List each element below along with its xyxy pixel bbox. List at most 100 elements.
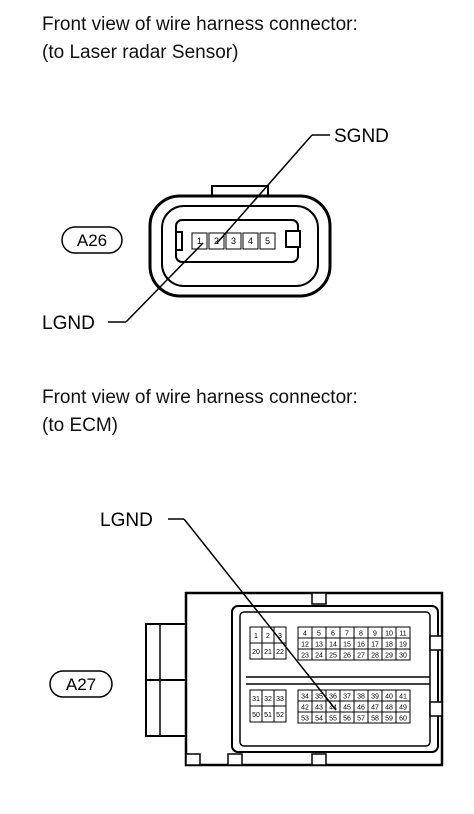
a27-tag-label: A27 xyxy=(66,675,96,694)
a26-pin-2: 2 xyxy=(208,232,225,250)
a27-pin-50: 50 xyxy=(249,705,263,723)
a27-pin-13-label: 13 xyxy=(315,642,323,649)
a27-pin-28: 28 xyxy=(367,648,383,661)
a27-pin-43-label: 43 xyxy=(315,705,323,712)
a26-pin-5: 5 xyxy=(259,232,276,250)
a27-pin-32: 32 xyxy=(261,689,275,707)
a27-pin-16: 16 xyxy=(353,637,369,650)
a27-pin-30: 30 xyxy=(395,648,411,661)
a27-pin-23: 23 xyxy=(297,648,313,661)
a27-pin-45: 45 xyxy=(339,700,355,713)
a27-pin-52-label: 52 xyxy=(276,712,284,719)
a27-pin-18: 18 xyxy=(381,637,397,650)
a27-pin-51-label: 51 xyxy=(264,712,272,719)
a26-pin-4: 4 xyxy=(242,232,259,250)
a27-pin-10-label: 10 xyxy=(385,631,393,638)
a27-pin-9-label: 9 xyxy=(373,631,377,638)
a27-pin-38: 38 xyxy=(353,689,369,702)
a27-caption-line1: Front view of wire harness connector: xyxy=(42,387,358,408)
a27-pin-13: 13 xyxy=(311,637,327,650)
a27-pin-21: 21 xyxy=(261,642,275,660)
a27-pin-30-label: 30 xyxy=(399,653,407,660)
a27-pin-44-label: 44 xyxy=(329,705,337,712)
a27-pin-11: 11 xyxy=(395,626,411,639)
a27-pin-20: 20 xyxy=(249,642,263,660)
a27-pin-5: 5 xyxy=(311,626,327,639)
a27-pin-15-label: 15 xyxy=(343,642,351,649)
a27-pin-22: 22 xyxy=(273,642,287,660)
a27-pin-57: 57 xyxy=(353,711,369,724)
a27-pin-3-label: 3 xyxy=(278,633,282,640)
a27-pin-60: 60 xyxy=(395,711,411,724)
a27-pin-31: 31 xyxy=(249,689,263,707)
a27-pin-4: 4 xyxy=(297,626,313,639)
a27-pin-20-label: 20 xyxy=(252,649,260,656)
a27-pin-36-label: 36 xyxy=(329,694,337,701)
a27-pin-45-label: 45 xyxy=(343,705,351,712)
a27-pin-53-label: 53 xyxy=(301,716,309,723)
a27-pin-37: 37 xyxy=(339,689,355,702)
a27-pin-21-label: 21 xyxy=(264,649,272,656)
a27-pin-34: 34 xyxy=(297,689,313,702)
a26-pin-1-label: 1 xyxy=(197,236,202,246)
a27-pin-55: 55 xyxy=(325,711,341,724)
a27-pin-33-label: 33 xyxy=(276,696,284,703)
a27-pin-12: 12 xyxy=(297,637,313,650)
a27-pin-24-label: 24 xyxy=(315,653,323,660)
a27-pin-8: 8 xyxy=(353,626,369,639)
a27-pin-32-label: 32 xyxy=(264,696,272,703)
a26-caption-line2: (to Laser radar Sensor) xyxy=(42,42,239,63)
a27-pin-54-label: 54 xyxy=(315,716,323,723)
a27-pin-1-label: 1 xyxy=(254,633,258,640)
a27-pin-33: 33 xyxy=(273,689,287,707)
a27-pin-27: 27 xyxy=(353,648,369,661)
a27-lgnd-label: LGND xyxy=(100,510,153,531)
a27-pin-17: 17 xyxy=(367,637,383,650)
a27-pin-10: 10 xyxy=(381,626,397,639)
a27-pin-17-label: 17 xyxy=(371,642,379,649)
a27-pin-22-label: 22 xyxy=(276,649,284,656)
a27-pin-2-label: 2 xyxy=(266,633,270,640)
a27-pin-5-label: 5 xyxy=(317,631,321,638)
a27-pin-46: 46 xyxy=(353,700,369,713)
a27-pin-49-label: 49 xyxy=(399,705,407,712)
a27-pin-6-label: 6 xyxy=(331,631,335,638)
a27-pin-4-label: 4 xyxy=(303,631,307,638)
a27-pin-38-label: 38 xyxy=(357,694,365,701)
a27-pin-41: 41 xyxy=(395,689,411,702)
a27-pin-18-label: 18 xyxy=(385,642,393,649)
a27-pin-6: 6 xyxy=(325,626,341,639)
a26-tag-label: A26 xyxy=(77,231,107,250)
a27-pin-46-label: 46 xyxy=(357,705,365,712)
a27-pin-25-label: 25 xyxy=(329,653,337,660)
sgnd-leader-line xyxy=(216,134,313,244)
a27-pin-1: 1 xyxy=(249,626,263,644)
a27-pin-26: 26 xyxy=(339,648,355,661)
a26-tag: A26 xyxy=(61,226,123,254)
a27-pin-11-label: 11 xyxy=(399,631,406,638)
a26-caption-line1: Front view of wire harness connector: xyxy=(42,14,358,35)
sgnd-label: SGND xyxy=(334,126,389,147)
a27-pin-26-label: 26 xyxy=(343,653,351,660)
a27-pin-58-label: 58 xyxy=(371,716,379,723)
a27-pin-27-label: 27 xyxy=(357,653,365,660)
a26-pin-3: 3 xyxy=(225,232,242,250)
a27-pin-28-label: 28 xyxy=(371,653,379,660)
a27-pin-15: 15 xyxy=(339,637,355,650)
a27-pin-29-label: 29 xyxy=(385,653,393,660)
a27-pin-58: 58 xyxy=(367,711,383,724)
a27-pin-34-label: 34 xyxy=(301,694,309,701)
a27-tag: A27 xyxy=(49,670,113,698)
a27-pin-7-label: 7 xyxy=(345,631,349,638)
a26-lgnd-label: LGND xyxy=(42,313,95,334)
a27-pin-50-label: 50 xyxy=(252,712,260,719)
a27-pin-24: 24 xyxy=(311,648,327,661)
a27-pin-59: 59 xyxy=(381,711,397,724)
